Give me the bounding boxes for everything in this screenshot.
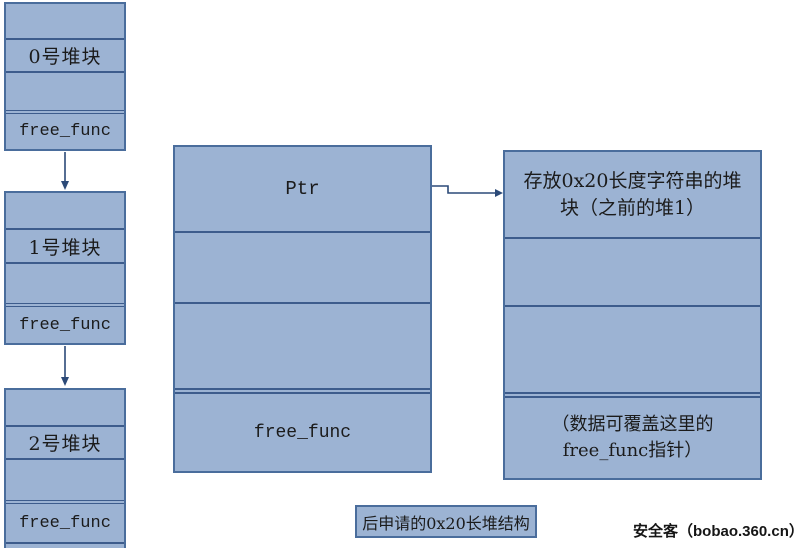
right-chunk-empty-row-1 xyxy=(505,237,760,305)
watermark-text: 安全客（bobao.360.cn） xyxy=(633,523,804,540)
center-chunk-empty-row-2 xyxy=(175,302,430,388)
heap-block-2-empty-mid xyxy=(6,458,124,500)
center-chunk-free-func-cell: free_func xyxy=(175,388,430,471)
arrow-heap1-to-heap2-icon xyxy=(61,346,69,386)
arrow-heap0-to-heap1-icon xyxy=(61,152,69,190)
heap-block-2: 2号堆块 free_func xyxy=(4,388,126,548)
right-chunk-empty-row-2 xyxy=(505,305,760,392)
right-chunk-header-cell: 存放0x20长度字符串的堆块（之前的堆1） xyxy=(523,169,742,219)
heap-block-2-empty-top xyxy=(6,390,124,425)
heap-block-2-title: 2号堆块 xyxy=(6,425,124,458)
heap-block-1-empty-top xyxy=(6,193,124,228)
heap-block-1-title: 1号堆块 xyxy=(6,228,124,262)
heap-block-0-free-func-cell: free_func xyxy=(6,110,124,149)
arrow-ptr-to-string-chunk-icon xyxy=(432,185,503,197)
heap-block-0-empty-mid xyxy=(6,71,124,110)
center-chunk-empty-row-1 xyxy=(175,231,430,302)
heap-block-1-empty-mid xyxy=(6,262,124,303)
heap-block-1-free-func-cell: free_func xyxy=(6,303,124,343)
heap-block-0: 0号堆块 free_func xyxy=(4,2,126,151)
heap-block-0-empty-top xyxy=(6,4,124,38)
heap-block-1: 1号堆块 free_func xyxy=(4,191,126,345)
heap-block-2-partial-row xyxy=(6,542,124,548)
heap-block-0-title: 0号堆块 xyxy=(6,38,124,71)
right-chunk-footer-cell: （数据可覆盖这里的free_func指针） xyxy=(505,392,760,478)
center-chunk-block: Ptr free_func xyxy=(173,145,432,473)
caption-box: 后申请的0x20长堆结构 xyxy=(355,505,537,538)
center-chunk-ptr-cell: Ptr xyxy=(285,178,320,200)
right-string-chunk-block: 存放0x20长度字符串的堆块（之前的堆1） （数据可覆盖这里的free_func… xyxy=(503,150,762,480)
heap-block-2-free-func-cell: free_func xyxy=(6,500,124,542)
